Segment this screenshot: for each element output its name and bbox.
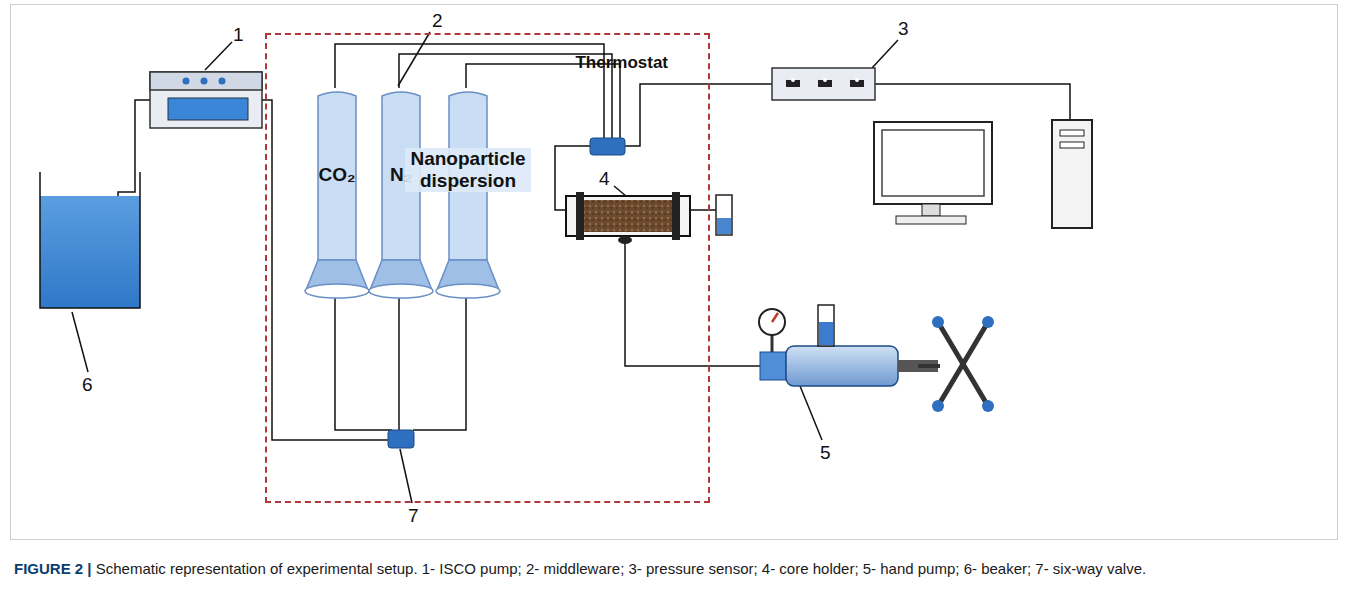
gas-cylinder: N₂ [366, 90, 436, 315]
cylinder-label: CO₂ [302, 164, 372, 186]
gas-cylinder: Nanoparticle dispersion [433, 90, 503, 315]
callout-number: 3 [898, 18, 909, 40]
callout-number: 2 [432, 10, 443, 32]
region-title: Thermostat [575, 53, 668, 73]
callout-number: 6 [82, 374, 93, 396]
cylinder-outline [433, 90, 503, 315]
cylinder-label: Nanoparticle dispersion [405, 148, 531, 192]
callout-number: 1 [233, 24, 244, 46]
callout-number: 5 [820, 442, 831, 464]
gas-cylinder: CO₂ [302, 90, 372, 315]
callout-number: 4 [599, 168, 610, 190]
cylinder-outline [366, 90, 436, 315]
figure-caption: FIGURE 2 | Schematic representation of e… [14, 559, 1334, 579]
thermostat-region: ThermostatCO₂N₂Nanoparticle dispersion [265, 33, 710, 503]
cylinder-outline [302, 90, 372, 315]
callout-number: 7 [408, 505, 419, 527]
